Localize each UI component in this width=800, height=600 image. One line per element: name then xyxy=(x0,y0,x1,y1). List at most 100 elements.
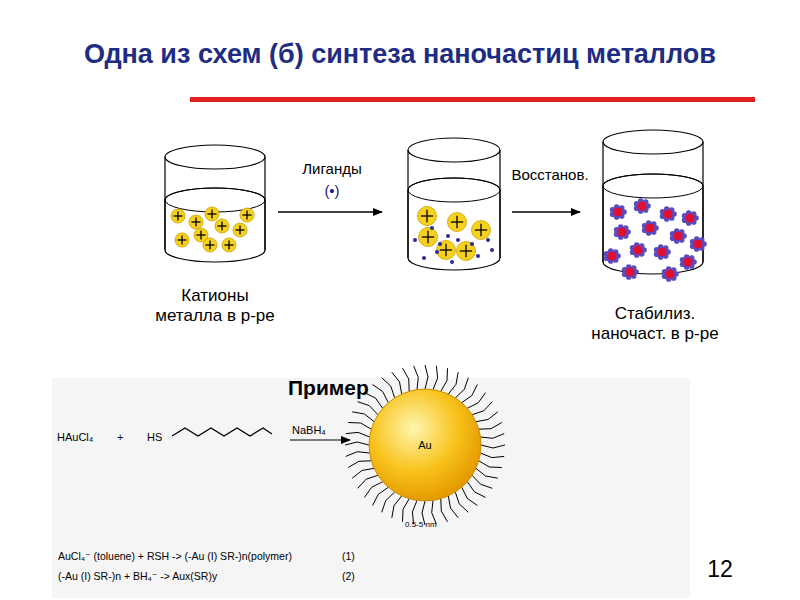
ligand-chain xyxy=(358,402,378,415)
equation: AuCl₄⁻ (toluene) + RSH -> (-Au (I) SR-)n… xyxy=(58,550,292,563)
ligand-chain xyxy=(425,365,428,389)
ligand-dot xyxy=(490,248,494,252)
gold-particle xyxy=(369,389,481,501)
ligand-chain xyxy=(472,402,492,415)
cation xyxy=(419,228,438,247)
page-number: 12 xyxy=(700,556,740,584)
arrow-label: Лиганды xyxy=(282,160,382,178)
charge-sign xyxy=(209,240,210,249)
particle-core-label: Au xyxy=(395,430,455,460)
ligand-chain xyxy=(365,482,383,498)
ligand-chain xyxy=(455,378,468,398)
ligand-chain xyxy=(476,468,498,478)
ligand-dot xyxy=(438,242,442,246)
ligand-chain xyxy=(358,475,378,488)
reagent: NaBH₄ xyxy=(292,424,326,437)
nanoparticle-core xyxy=(608,252,617,261)
beaker-liquid xyxy=(165,188,265,262)
ligand-chain xyxy=(348,423,371,430)
ligand-chain xyxy=(352,468,374,478)
ligand-chain xyxy=(352,412,374,422)
ligand-chain xyxy=(373,385,389,403)
beaker-wall xyxy=(499,150,500,258)
nanoparticle-core xyxy=(626,268,635,277)
ligand-chain xyxy=(455,492,468,512)
ligand-dot xyxy=(470,242,474,246)
ligand-chain xyxy=(448,372,458,394)
beaker-liquid xyxy=(603,174,703,274)
ligand-dot xyxy=(456,238,460,242)
liquid-surface xyxy=(603,174,703,198)
ligand-chain xyxy=(479,461,502,468)
cation xyxy=(472,221,491,240)
nanoparticle-core xyxy=(658,248,667,257)
cation xyxy=(171,209,185,223)
cation xyxy=(175,233,189,247)
beaker-wall xyxy=(264,157,265,250)
title-underline xyxy=(190,97,755,102)
beaker-rim xyxy=(408,138,500,162)
ligand-chain xyxy=(348,461,371,468)
ligand-chain xyxy=(448,496,458,518)
ligand-chain xyxy=(480,453,504,458)
ligand-shell xyxy=(345,365,505,525)
charge-sign xyxy=(177,211,178,220)
ligand-chain xyxy=(414,366,419,390)
ligand-chain xyxy=(462,487,478,505)
cation xyxy=(189,215,203,229)
ligand-chain xyxy=(346,452,370,457)
ligand-dot xyxy=(413,238,417,242)
element-symbol: Au xyxy=(418,439,431,451)
charge-sign xyxy=(228,240,229,249)
plus-sign: + xyxy=(117,431,123,444)
cation xyxy=(205,207,219,221)
beaker-rim xyxy=(165,145,265,169)
charge-sign xyxy=(465,245,466,257)
cation xyxy=(240,208,254,222)
charge-sign xyxy=(427,231,428,243)
ligand-chain xyxy=(472,475,492,488)
nanoparticle-core xyxy=(634,246,643,255)
charge-sign xyxy=(246,210,247,219)
nanoparticle-core xyxy=(684,258,693,267)
charge-sign xyxy=(181,235,182,244)
size-note: 0.5-5 nm xyxy=(405,520,437,530)
ligand-chain xyxy=(481,445,505,448)
arrow-label: Восстанов. xyxy=(500,166,600,184)
arrow-label: (•) xyxy=(282,182,382,200)
cation xyxy=(222,238,236,252)
equation-number: (1) xyxy=(342,550,355,563)
ligand-chain xyxy=(462,385,478,403)
beaker-caption: Катионы металла в р-ре xyxy=(150,286,280,327)
ligand-dot xyxy=(450,260,454,264)
ligand-chain xyxy=(441,499,448,522)
ligand-chain xyxy=(433,366,438,390)
example-heading: Пример xyxy=(288,375,369,400)
cation xyxy=(215,219,229,233)
ligand-dot xyxy=(476,254,480,258)
ligand-chain xyxy=(480,434,504,439)
nanoparticle-core xyxy=(694,240,703,249)
ligand-dot xyxy=(435,250,439,254)
charge-sign xyxy=(211,209,212,218)
nanoparticle-core xyxy=(666,270,675,279)
ligand-chain xyxy=(392,496,402,518)
reaction-arrow xyxy=(278,211,382,213)
beaker-wall xyxy=(407,150,408,258)
slide-title: Одна из схем (б) синтеза наночастиц мета… xyxy=(10,38,790,70)
ligand-dot xyxy=(422,256,426,260)
beaker-liquid xyxy=(408,178,500,270)
reaction-arrow xyxy=(290,440,350,441)
formula: HS xyxy=(147,431,162,444)
nanoparticle-core xyxy=(618,228,627,237)
nanoparticle-core xyxy=(686,214,695,223)
liquid-surface xyxy=(408,178,500,202)
beaker-rim xyxy=(603,130,703,154)
ligand-chain xyxy=(403,499,410,522)
reaction-arrow xyxy=(512,211,580,213)
nanoparticle-core xyxy=(614,208,623,217)
charge-sign xyxy=(239,225,240,234)
ligand-chain xyxy=(346,432,370,437)
nanoparticle-core xyxy=(646,224,655,233)
charge-sign xyxy=(195,217,196,226)
